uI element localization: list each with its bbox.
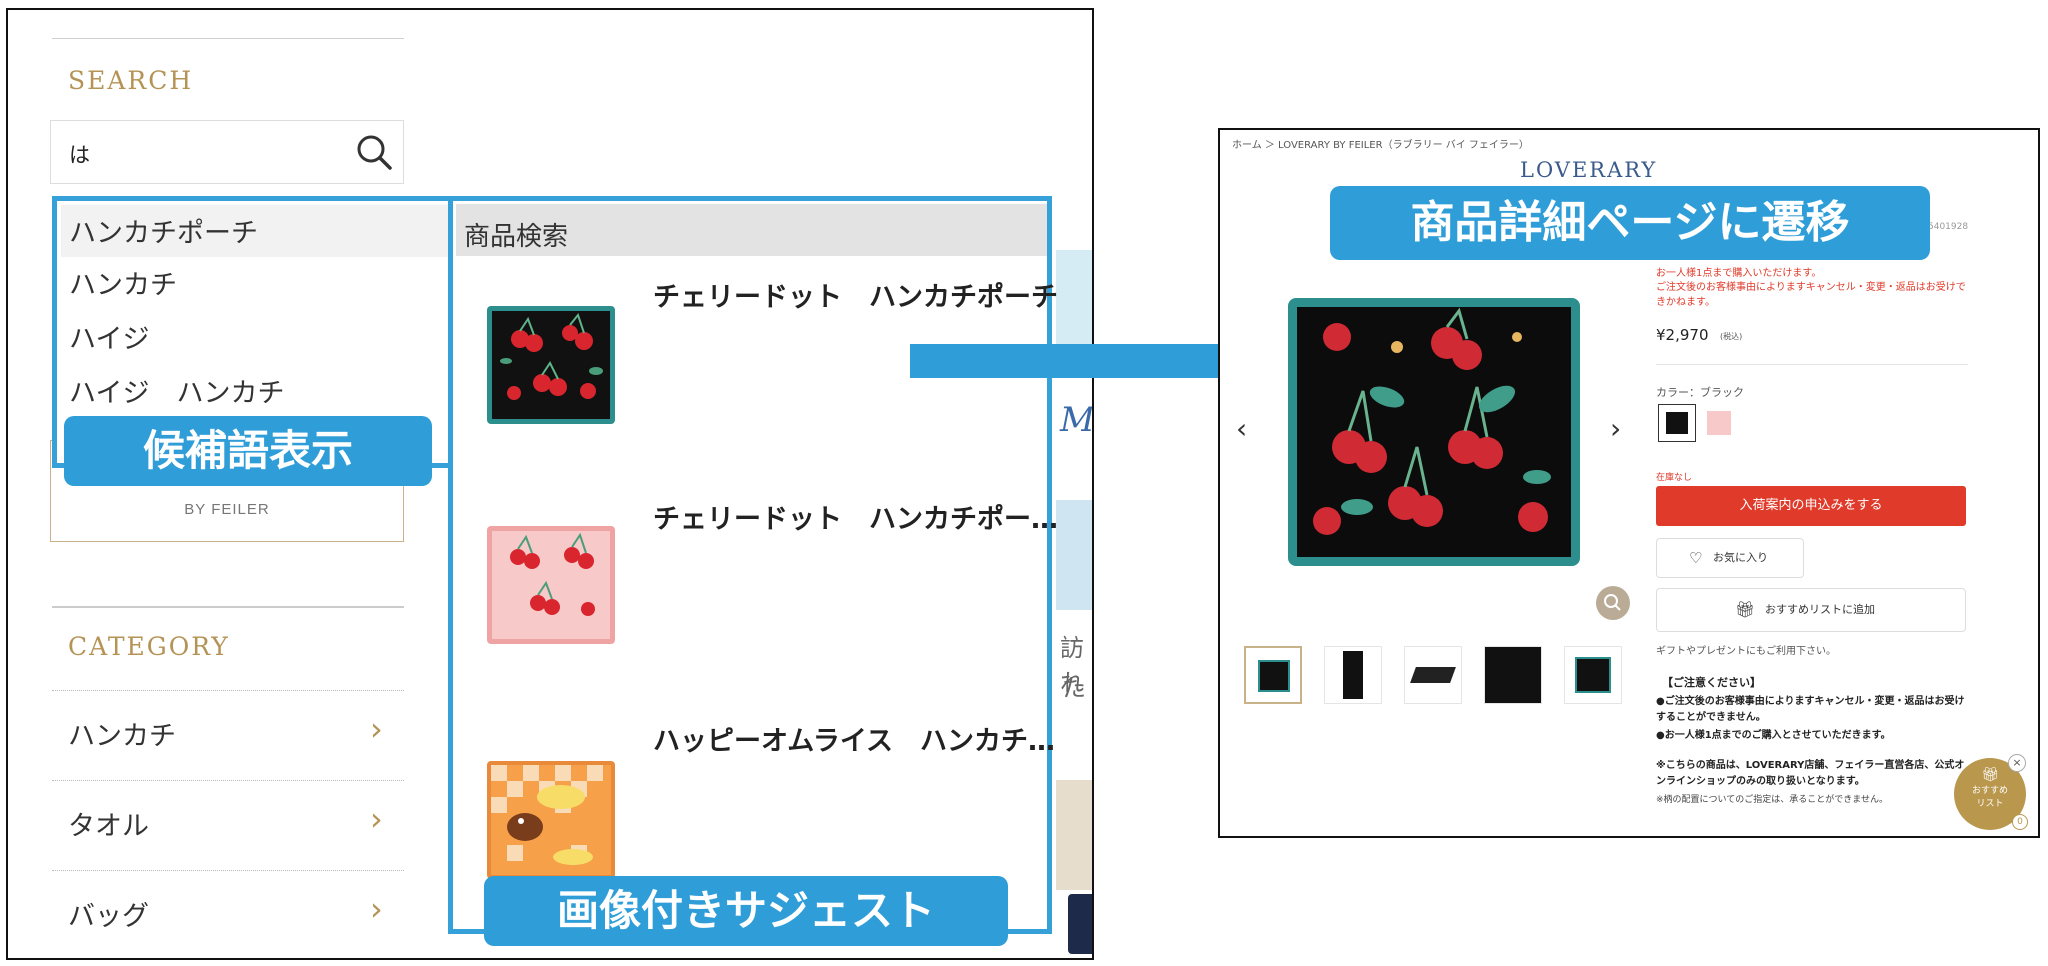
breadcrumb[interactable]: ホーム ＞ LOVERARY BY FEILER（ラブラリー バイ フェイラー） [1232, 140, 1529, 151]
product-search-header: 商品検索 [456, 204, 1047, 256]
gift-note: ギフトやプレゼントにもご利用下さい。 [1656, 646, 1836, 657]
tax-label: (税込) [1720, 332, 1743, 341]
chevron-right-icon[interactable]: › [370, 800, 383, 838]
callout-candidates: 候補語表示 [64, 416, 432, 486]
recommend-button-label: おすすめリストに追加 [1765, 603, 1875, 616]
color-swatch-pink[interactable] [1702, 406, 1736, 440]
gift-icon: 🎁︎ [1981, 767, 1999, 783]
background-page-strip: M 訪れ た [1056, 250, 1092, 958]
divider [52, 690, 404, 691]
caution-title: 【ご注意ください】 [1662, 676, 1761, 689]
gallery-thumbnail[interactable] [1564, 646, 1622, 704]
product-code: 5401928 [1928, 222, 1969, 232]
suggestion-item[interactable]: ハイジ ハンカチ [69, 378, 285, 409]
left-screenshot: SEARCH は BY FEILER CATEGORY ハンカチ › タオル ›… [6, 8, 1094, 960]
add-to-recommend-list-button[interactable]: 🎁︎ おすすめリストに追加 [1656, 588, 1966, 632]
favorite-button-label: お気に入り [1713, 551, 1768, 564]
search-input[interactable]: は [50, 120, 404, 184]
divider [52, 870, 404, 871]
floating-label-1: おすすめ [1971, 786, 2008, 796]
search-icon[interactable] [355, 133, 393, 175]
product-name[interactable]: チェリードット ハンカチポー… [653, 504, 1058, 535]
zoom-icon[interactable] [1596, 586, 1630, 620]
brand-logo[interactable]: LOVERARY [1520, 158, 1658, 182]
price: ¥2,970 [1656, 326, 1709, 344]
color-label: カラー：ブラック [1656, 386, 1744, 399]
category-item-towel[interactable]: タオル [68, 811, 149, 842]
product-thumbnail[interactable] [487, 761, 615, 879]
category-heading: CATEGORY [68, 632, 230, 661]
suggestion-item[interactable]: ハンカチポーチ [69, 218, 258, 249]
gallery-thumbnail[interactable] [1244, 646, 1302, 704]
product-name[interactable]: ハッピーオムライス ハンカチ… [653, 726, 1056, 757]
product-name[interactable]: チェリードット ハンカチポーチ [653, 282, 1058, 313]
chevron-right-icon[interactable]: › [1610, 412, 1622, 445]
product-thumbnail[interactable] [487, 306, 615, 424]
gallery-thumbnail[interactable] [1404, 646, 1462, 704]
category-item-bag[interactable]: バッグ [68, 901, 149, 932]
gallery-thumbnail[interactable] [1484, 646, 1542, 704]
floating-label-2: リスト [1976, 799, 2004, 809]
divider [52, 780, 404, 781]
caution-3: ※こちらの商品は、LOVERARY店舗、フェイラー直営各店、公式オンラインショッ… [1656, 760, 1965, 787]
suggestion-item[interactable]: ハイジ [69, 324, 150, 355]
caution-2: ●お一人様1点までのご購入とさせていただきます。 [1656, 730, 1891, 741]
transition-arrow [910, 344, 1250, 378]
product-suggest-panel: 商品検索 チェリードット ハンカチポーチ チェリードット ハンカチポー… ハッピ… [448, 196, 1058, 934]
divider [1656, 364, 1968, 365]
product-main-image[interactable] [1288, 298, 1580, 566]
chevron-right-icon[interactable]: › [370, 890, 383, 928]
gift-icon: 🎁︎ [1735, 600, 1756, 619]
caution-1: ●ご注文後のお客様事由によりますキャンセル・変更・返品はお受けすることができませ… [1656, 696, 1965, 723]
restock-notify-button[interactable]: 入荷案内の申込みをする [1656, 486, 1966, 526]
search-heading: SEARCH [68, 66, 194, 95]
callout-image-suggest: 画像付きサジェスト [484, 876, 1008, 946]
chevron-right-icon[interactable]: › [370, 710, 383, 748]
bg-text: 訪れ [1060, 634, 1084, 697]
list-count-badge: 0 [2012, 814, 2028, 830]
product-thumbnail[interactable] [487, 526, 615, 644]
divider [52, 38, 404, 39]
color-swatch-black[interactable] [1658, 404, 1696, 442]
heart-icon: ♡ [1689, 549, 1703, 567]
product-search-header-label: 商品検索 [464, 222, 569, 252]
chevron-left-icon[interactable]: ‹ [1236, 412, 1248, 445]
purchase-limit-notice: お一人様1点まで購入いただけます。 [1656, 268, 1822, 279]
category-item-handkerchief[interactable]: ハンカチ [68, 721, 176, 752]
gallery-thumbnail[interactable] [1324, 646, 1382, 704]
search-query: は [69, 143, 90, 167]
suggestion-highlight [61, 205, 451, 257]
close-icon[interactable]: × [2008, 754, 2026, 772]
favorite-button[interactable]: ♡ お気に入り [1656, 538, 1804, 578]
brand-by-text: BY FEILER [184, 501, 270, 518]
caution-4: ※柄の配置についてのご指定は、承ることができません。 [1656, 795, 1889, 805]
stock-status: 在庫なし [1656, 473, 1693, 483]
bg-text: た [1062, 674, 1086, 702]
suggestion-item[interactable]: ハンカチ [69, 270, 177, 301]
cancel-notice: ご注文後のお客様事由によりますキャンセル・変更・返品はお受けできかねます。 [1656, 282, 1966, 308]
divider [52, 606, 404, 608]
callout-detail-page: 商品詳細ページに遷移 [1330, 186, 1930, 260]
